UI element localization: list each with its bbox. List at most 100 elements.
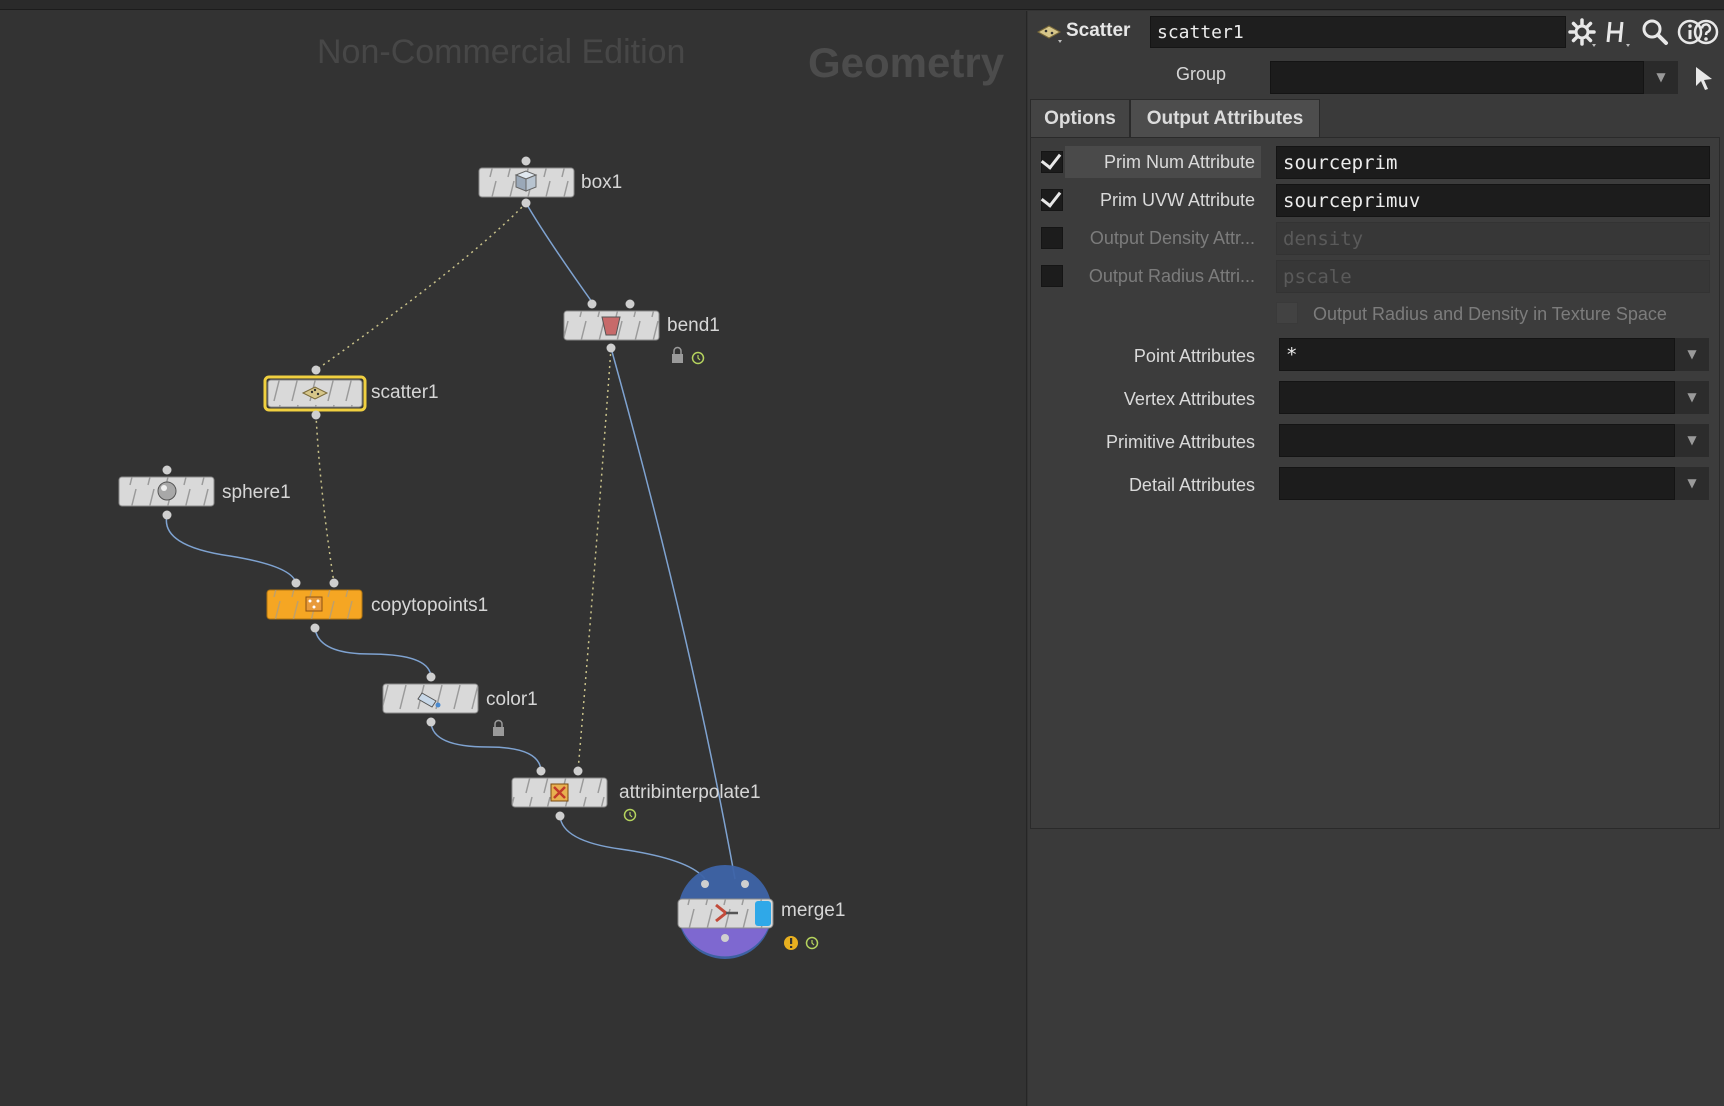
- detail-attributes-dropdown[interactable]: ▼: [1675, 467, 1709, 500]
- param-row-primitive-attributes: Primitive Attributes ▼: [1031, 422, 1719, 458]
- input-connector[interactable]: [573, 766, 583, 776]
- network-editor[interactable]: Non-Commercial Edition Geometry: [0, 11, 1027, 1106]
- input-connector[interactable]: [701, 880, 709, 888]
- prim-num-label: Prim Num Attribute: [1065, 146, 1261, 178]
- param-row-texture-space: Output Radius and Density in Texture Spa…: [1031, 296, 1719, 332]
- edition-watermark: Non-Commercial Edition: [317, 33, 686, 71]
- output-connector[interactable]: [521, 198, 531, 208]
- gear-icon[interactable]: [1566, 16, 1598, 48]
- time-dependent-icon: [623, 808, 637, 822]
- input-connector[interactable]: [741, 880, 749, 888]
- detail-attributes-field[interactable]: [1279, 467, 1675, 500]
- tab-options[interactable]: Options: [1030, 99, 1130, 137]
- output-connector[interactable]: [721, 934, 729, 942]
- node-merge1[interactable]: [677, 865, 819, 959]
- output-connector[interactable]: [606, 343, 616, 353]
- output-radius-field[interactable]: pscale: [1276, 260, 1710, 293]
- input-connector[interactable]: [426, 672, 436, 682]
- node-copytopoints1[interactable]: [266, 578, 363, 633]
- input-connector[interactable]: [162, 465, 172, 475]
- node-label-box1[interactable]: box1: [581, 172, 623, 193]
- output-radius-toggle[interactable]: [1041, 265, 1063, 287]
- parameter-header: Scatter scatter1: [1028, 11, 1724, 53]
- prim-num-field[interactable]: sourceprim: [1276, 146, 1710, 179]
- prim-num-toggle[interactable]: [1041, 151, 1063, 173]
- node-attribinterpolate1[interactable]: [511, 766, 637, 822]
- output-density-label: Output Density Attr...: [1089, 228, 1255, 248]
- node-bend1[interactable]: [563, 299, 705, 365]
- node-label-scatter1[interactable]: scatter1: [371, 382, 439, 403]
- node-label-sphere1[interactable]: sphere1: [222, 482, 291, 503]
- texture-space-label: Output Radius and Density in Texture Spa…: [1313, 304, 1667, 324]
- node-scatter1[interactable]: [263, 365, 367, 420]
- wire-bend1-merge1[interactable]: [610, 347, 736, 880]
- node-name-field[interactable]: scatter1: [1150, 16, 1566, 48]
- lock-icon: [672, 346, 683, 363]
- primitive-attributes-dropdown[interactable]: ▼: [1675, 424, 1709, 457]
- input-connector[interactable]: [329, 578, 339, 588]
- param-row-output-density: Output Density Attr... density: [1031, 220, 1719, 256]
- detail-attributes-label: Detail Attributes: [1128, 475, 1255, 495]
- input-connector[interactable]: [536, 766, 546, 776]
- info-icon[interactable]: [1674, 16, 1706, 48]
- wire-bend1-attribinterpolate1[interactable]: [577, 347, 612, 772]
- selection-arrow-icon[interactable]: [1688, 61, 1718, 95]
- copy-to-points-icon: [305, 596, 323, 612]
- wire-box1-scatter1[interactable]: [315, 202, 527, 371]
- texture-space-toggle[interactable]: [1276, 302, 1298, 324]
- node-label-bend1[interactable]: bend1: [667, 315, 720, 336]
- param-row-detail-attributes: Detail Attributes ▼: [1031, 465, 1719, 501]
- input-connector[interactable]: [521, 156, 531, 166]
- group-dropdown-button[interactable]: ▼: [1644, 61, 1678, 94]
- wire-copytopoints1-color1[interactable]: [314, 627, 432, 678]
- output-connector[interactable]: [311, 410, 321, 420]
- attrib-interpolate-icon: [550, 783, 569, 802]
- help-icon[interactable]: [1690, 16, 1722, 48]
- vertex-attributes-field[interactable]: [1279, 381, 1675, 414]
- point-attributes-dropdown[interactable]: ▼: [1675, 338, 1709, 371]
- input-connector[interactable]: [587, 299, 597, 309]
- group-label: Group: [1175, 64, 1226, 84]
- output-connector[interactable]: [555, 811, 565, 821]
- node-label-attribinterpolate1[interactable]: attribinterpolate1: [619, 782, 761, 803]
- group-field[interactable]: [1270, 61, 1644, 94]
- search-icon[interactable]: [1639, 16, 1671, 48]
- color-icon: [417, 692, 441, 708]
- node-color1[interactable]: [382, 672, 504, 737]
- wire-scatter1-copytopoints1[interactable]: [315, 414, 335, 584]
- wire-sphere1-copytopoints1[interactable]: [165, 514, 297, 584]
- node-label-color1[interactable]: color1: [486, 689, 538, 710]
- input-connector[interactable]: [291, 578, 301, 588]
- node-box1[interactable]: [478, 156, 575, 208]
- node-sphere1[interactable]: [118, 465, 215, 520]
- output-density-toggle[interactable]: [1041, 227, 1063, 249]
- time-dependent-icon: [805, 936, 819, 950]
- primitive-attributes-field[interactable]: [1279, 424, 1675, 457]
- param-row-prim-num: Prim Num Attribute sourceprim: [1031, 144, 1719, 180]
- box-icon: [514, 170, 538, 192]
- context-watermark: Geometry: [808, 39, 1005, 86]
- param-row-output-radius: Output Radius Attri... pscale: [1031, 258, 1719, 294]
- primitive-attributes-label: Primitive Attributes: [1105, 432, 1255, 452]
- vertex-attributes-dropdown[interactable]: ▼: [1675, 381, 1709, 414]
- node-label-merge1[interactable]: merge1: [781, 900, 846, 921]
- tab-output-attributes[interactable]: Output Attributes: [1130, 99, 1320, 137]
- point-attributes-field[interactable]: *: [1279, 338, 1675, 371]
- wire-color1-attribinterpolate1[interactable]: [430, 721, 542, 772]
- houdini-help-icon[interactable]: [1602, 16, 1634, 48]
- output-density-field[interactable]: density: [1276, 222, 1710, 255]
- output-connector[interactable]: [426, 717, 436, 727]
- chevron-down-icon: ▼: [1687, 347, 1697, 361]
- node-label-copytopoints1[interactable]: copytopoints1: [371, 595, 489, 616]
- time-dependent-icon: [691, 351, 705, 365]
- wire-box1-bend1[interactable]: [525, 202, 593, 303]
- chevron-down-icon: ▼: [1687, 390, 1697, 404]
- input-connector[interactable]: [311, 365, 321, 375]
- wire-attribinterpolate1-merge1[interactable]: [559, 815, 706, 880]
- prim-uvw-toggle[interactable]: [1041, 189, 1063, 211]
- output-attributes-panel: Prim Num Attribute sourceprim Prim UVW A…: [1030, 137, 1720, 829]
- output-connector[interactable]: [162, 510, 172, 520]
- input-connector[interactable]: [625, 299, 635, 309]
- prim-uvw-field[interactable]: sourceprimuv: [1276, 184, 1710, 217]
- output-connector[interactable]: [310, 623, 320, 633]
